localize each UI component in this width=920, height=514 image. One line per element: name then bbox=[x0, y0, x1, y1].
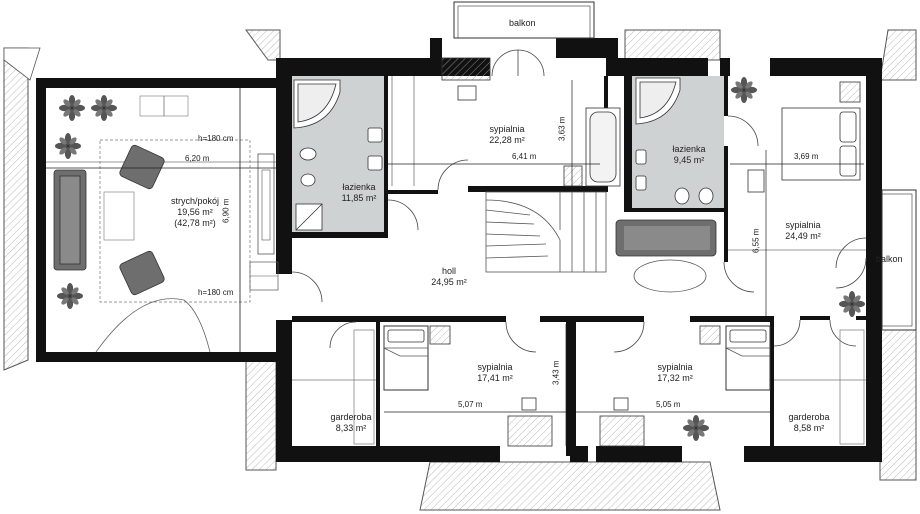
room-area: 8,58 m² bbox=[793, 422, 825, 433]
bed-icon bbox=[383, 325, 429, 391]
door-swings bbox=[291, 49, 867, 353]
plant-icon bbox=[683, 415, 709, 441]
dimension-lines bbox=[46, 80, 864, 446]
top-bedroom-furniture bbox=[391, 57, 621, 187]
strych-width-label: 6,20 m bbox=[185, 154, 210, 163]
room-name: holl bbox=[441, 266, 456, 276]
room-name: łazienka bbox=[342, 182, 376, 192]
room-name: łazienka bbox=[672, 144, 706, 154]
room-sypialnia-bottom-right: sypialnia 17,32 m² bbox=[650, 362, 700, 384]
syp-top-height-label: 3,63 m bbox=[557, 116, 567, 142]
room-area: 24,95 m² bbox=[431, 276, 467, 287]
armchair bbox=[119, 250, 165, 296]
right-bedroom-furniture bbox=[728, 81, 866, 251]
room-lazienka-right: łazienka 9,45 m² bbox=[664, 144, 714, 166]
syp-b2-width-label: 5,05 m bbox=[656, 400, 681, 409]
height-note-top: h=180 cm bbox=[198, 134, 234, 143]
room-area: 24,49 m² bbox=[785, 230, 821, 241]
room-sypialnia-bottom-left: sypialnia 17,41 m² bbox=[470, 362, 520, 384]
room-balkon-top: balkon bbox=[509, 18, 536, 28]
room-strych: strych/pokój 19,56 m² (42,78 m²) bbox=[165, 196, 225, 228]
room-name: sypialnia bbox=[489, 124, 525, 134]
room-area: 19,56 m² bbox=[177, 206, 213, 217]
coffee-table bbox=[103, 191, 135, 241]
room-name: garderoba bbox=[788, 412, 830, 422]
room-name: garderoba bbox=[330, 412, 372, 422]
room-garderoba-right: garderoba 8,58 m² bbox=[784, 412, 834, 434]
room-area: 11,85 m² bbox=[341, 192, 377, 203]
balcony-right bbox=[881, 189, 917, 331]
room-sypialnia-top: sypialnia 22,28 m² bbox=[482, 124, 532, 146]
rug bbox=[633, 259, 707, 293]
room-name: strych/pokój bbox=[170, 196, 220, 206]
room-name: sypialnia bbox=[657, 362, 693, 372]
syp-right-height-label: 6,55 m bbox=[751, 228, 761, 254]
room-name: sypialnia bbox=[785, 220, 821, 230]
balcony-top bbox=[453, 1, 595, 39]
wardrobes bbox=[292, 329, 866, 445]
plant-icon bbox=[839, 291, 865, 317]
plant-icon bbox=[55, 133, 81, 159]
room-name: sypialnia bbox=[477, 362, 513, 372]
bathroom-right-fixtures bbox=[635, 77, 714, 205]
bed-icon bbox=[725, 325, 771, 391]
holl-sofa bbox=[615, 219, 717, 257]
room-area: 9,45 m² bbox=[673, 154, 705, 165]
syp-b1-width-label: 5,07 m bbox=[458, 400, 483, 409]
syp-b1-height-label: 3,43 m bbox=[551, 360, 561, 386]
room-area: 22,28 m² bbox=[489, 134, 525, 145]
syp-right-width-label: 3,69 m bbox=[794, 152, 819, 161]
room-area-secondary: (42,78 m²) bbox=[174, 217, 216, 228]
plant-icon bbox=[59, 95, 85, 121]
room-area: 17,32 m² bbox=[657, 372, 693, 383]
room-holl: holl 24,95 m² bbox=[424, 266, 474, 288]
bathroom-left-fixtures bbox=[293, 79, 383, 231]
plant-icon bbox=[731, 77, 757, 103]
syp-top-width-label: 6,41 m bbox=[512, 152, 537, 161]
room-garderoba-left: garderoba 8,33 m² bbox=[326, 412, 376, 434]
height-note-bottom: h=180 cm bbox=[198, 288, 234, 297]
plant-icon bbox=[57, 283, 83, 309]
staircase bbox=[485, 191, 607, 273]
plant-icon bbox=[91, 95, 117, 121]
room-balkon-right: balkon bbox=[876, 254, 903, 264]
room-sypialnia-right: sypialnia 24,49 m² bbox=[778, 220, 828, 242]
room-area: 17,41 m² bbox=[477, 372, 513, 383]
sofa bbox=[53, 169, 87, 271]
room-lazienka-left: łazienka 11,85 m² bbox=[334, 182, 384, 204]
bottom-furniture bbox=[429, 325, 721, 447]
armchair bbox=[119, 144, 165, 190]
walls bbox=[36, 38, 882, 462]
room-area: 8,33 m² bbox=[335, 422, 367, 433]
